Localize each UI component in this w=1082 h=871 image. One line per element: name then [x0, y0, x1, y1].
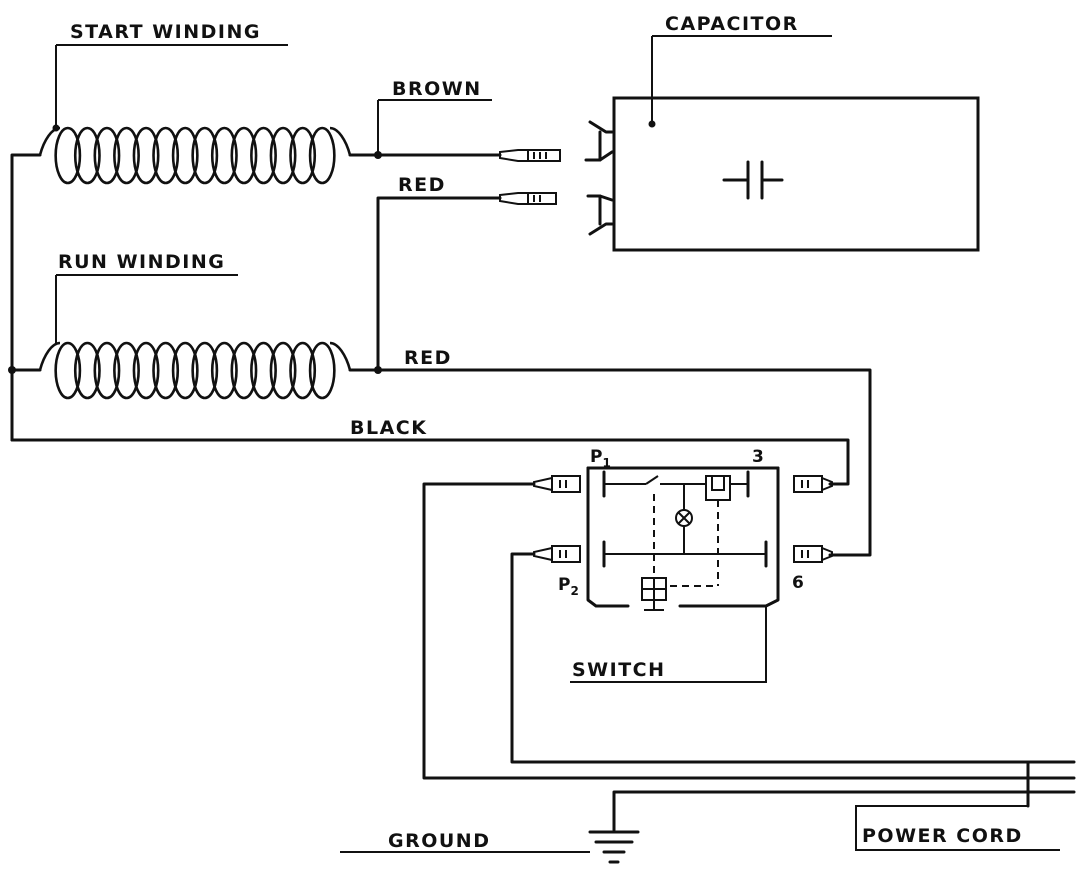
capacitor-clip-top: [584, 120, 614, 162]
cord-ground-wire: [612, 790, 1076, 832]
coil-loop: [132, 341, 160, 400]
brown-junction-dot: [374, 151, 382, 159]
coil-loop: [289, 126, 317, 185]
coil-loop: [152, 126, 180, 185]
coil-loop: [230, 341, 258, 400]
run-left-junction-dot: [8, 366, 16, 374]
terminal-3-label: 3: [752, 447, 764, 467]
run-winding-coil: [10, 341, 872, 557]
coil-loop: [289, 341, 317, 400]
capacitor-symbol-icon: [722, 160, 784, 200]
coil-loop: [73, 341, 101, 400]
switch-leader: [570, 606, 767, 683]
switch-connector-6: [793, 545, 833, 563]
coil-loop: [308, 126, 336, 185]
switch-connector-p2: [533, 545, 581, 563]
switch-connector-3: [793, 475, 833, 493]
black-label: BLACK: [350, 417, 427, 439]
red-top-wire: [376, 196, 502, 372]
red-top-label: RED: [398, 174, 446, 196]
ground-label: GROUND: [388, 830, 490, 852]
terminal-6-label: 6: [792, 573, 804, 593]
coil-loop: [210, 341, 238, 400]
coil-loop: [132, 126, 160, 185]
coil-loop: [171, 341, 199, 400]
start-winding-label: START WINDING: [70, 21, 261, 43]
brown-label: BROWN: [392, 78, 482, 100]
black-wire: [10, 438, 850, 486]
coil-loop: [73, 126, 101, 185]
red-mid-label: RED: [404, 347, 452, 369]
switch-body: [586, 466, 780, 611]
capacitor-box: [612, 96, 980, 252]
coil-loop: [152, 341, 180, 400]
coil-loop: [269, 126, 297, 185]
coil-loop: [191, 341, 219, 400]
power-cord-leader: [855, 805, 1060, 851]
coil-loop: [113, 341, 140, 400]
coil-loop: [269, 341, 297, 400]
cord-wire-1: [422, 482, 1076, 780]
run-right-junction-dot: [374, 366, 382, 374]
red-top-connector: [499, 192, 557, 205]
capacitor-label: CAPACITOR: [665, 13, 799, 35]
coil-loop: [210, 126, 238, 185]
brown-connector: [499, 149, 561, 162]
coil-loop: [113, 126, 140, 185]
run-winding-label: RUN WINDING: [58, 251, 225, 273]
coil-loop: [250, 126, 277, 185]
power-cord-label: POWER CORD: [862, 825, 1023, 847]
coil-loop: [54, 341, 82, 400]
coil-loop: [191, 126, 219, 185]
coil-loop: [93, 341, 121, 400]
start-winding-tap-dot: [52, 124, 60, 132]
capacitor-leader-dot: [648, 120, 656, 128]
coil-loop: [54, 126, 82, 185]
switch-connector-p1: [533, 475, 581, 493]
ground-icon: [588, 830, 640, 864]
p2-terminal-label: P2: [558, 575, 579, 598]
coil-loop: [250, 341, 277, 400]
coil-loop: [308, 341, 336, 400]
cord-wire-2: [510, 552, 1076, 764]
switch-label: SWITCH: [572, 659, 666, 681]
capacitor-clip-bottom: [586, 194, 614, 236]
p1-terminal-label: P1: [590, 447, 611, 470]
coil-loop: [230, 126, 258, 185]
coil-loop: [171, 126, 199, 185]
coil-loop: [93, 126, 121, 185]
